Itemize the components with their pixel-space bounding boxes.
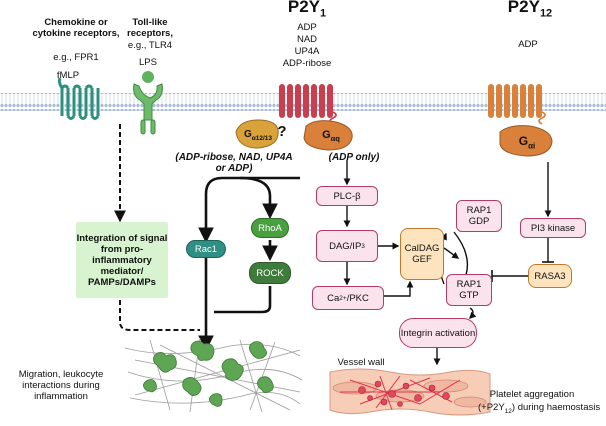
chemokine-receptor-title: Chemokine or cytokine receptors, xyxy=(32,17,120,39)
p2y1-ligand-adp-ribose: ADP-ribose xyxy=(282,58,332,69)
g1213-label: Gα12/13 xyxy=(243,129,273,142)
tlr-title: Toll-like receptors, xyxy=(127,17,173,39)
fmlp-ligand-label: fMLP xyxy=(56,70,80,81)
p2y12-receptor-icon xyxy=(488,84,546,125)
platelet-aggregation-label-1: Platelet aggregation xyxy=(489,389,575,400)
p2y1-title: P2Y1 xyxy=(287,0,327,20)
leukocyte-network-illustration xyxy=(124,337,303,413)
gq-label: Gαq xyxy=(322,129,340,144)
platelet-aggregation-label-2: (+P2Y12) during haemostasis xyxy=(478,402,601,415)
tlr4-receptor-icon xyxy=(133,83,163,135)
gq-protein-shape xyxy=(303,120,353,151)
p2y1-receptor-icon xyxy=(279,84,337,131)
rap1-gtp-node: RAP1 GTP xyxy=(446,274,492,306)
rhoa-node: RhoA xyxy=(251,218,289,238)
lps-ligand-icon xyxy=(142,71,154,83)
p2y1-to-rhoa-arrow xyxy=(239,176,278,220)
gi-protein-shape xyxy=(499,125,553,157)
integration-box: Integration of signal from pro-inflammat… xyxy=(76,222,168,298)
ca-to-caldag-arrow xyxy=(384,280,414,297)
p2y12-title: P2Y12 xyxy=(507,0,553,20)
p2y1-ligand-up4a: UP4A xyxy=(294,46,320,57)
integrin-activation-node: Integrin activation xyxy=(399,318,477,348)
p2y12-ligand-adp: ADP xyxy=(518,39,538,50)
p2y1-bracket xyxy=(198,176,300,244)
plcb-node: PLC-β xyxy=(316,186,378,206)
gi-label: Gαi xyxy=(518,134,536,151)
rasa3-node: RASA3 xyxy=(528,264,572,288)
vessel-wall-illustration xyxy=(329,368,491,416)
rock-node: ROCK xyxy=(249,262,291,284)
migration-outcome-label: Migration, leukocyte interactions during… xyxy=(18,369,104,402)
g1213-protein-shape xyxy=(235,119,279,149)
p2y1-ligand-adp: ADP xyxy=(297,22,317,33)
adp-only-note: (ADP only) xyxy=(328,152,380,163)
rock-to-migration-arrow xyxy=(214,286,272,314)
p2y1-agonist-note: (ADP-ribose, NAD, UP4A or ADP) xyxy=(175,152,293,174)
chemokine-receptor-example: e.g., FPR1 xyxy=(53,52,99,63)
g1213-question-mark: ? xyxy=(277,123,287,140)
p2y1-ligand-nad: NAD xyxy=(296,34,318,45)
fpr1-receptor-icon xyxy=(57,77,100,120)
integration-to-migration-arrow xyxy=(119,300,200,331)
lps-ligand-label: LPS xyxy=(139,57,157,68)
rap1-gdp-node: RAP1 GDP xyxy=(456,200,502,232)
rap1gtp-to-integrin-arrow xyxy=(469,307,477,319)
tlr-example: e.g., TLR4 xyxy=(127,40,173,51)
vessel-wall-label: Vessel wall xyxy=(337,357,385,368)
caldag-gef-node: CalDAG GEF xyxy=(400,228,444,280)
pi3-kinase-node: PI3 kinase xyxy=(520,218,586,238)
rac1-node: Rac1 xyxy=(186,240,226,258)
caldag-to-rap1-arrow xyxy=(443,247,460,259)
